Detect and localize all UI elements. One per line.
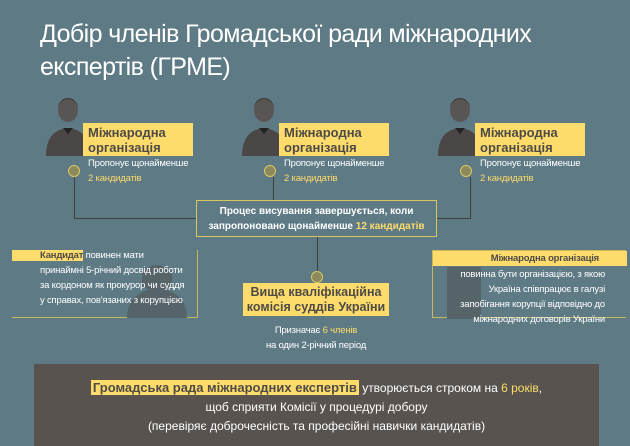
footer-text1-end: , <box>538 381 543 395</box>
connector-line <box>74 177 75 218</box>
org-text: Пропонує щонайменше <box>480 158 581 169</box>
commission-text1: Призначає <box>274 325 321 336</box>
page-title: Добір членів Громадської ради міжнародни… <box>40 20 532 81</box>
connector-line <box>317 236 318 272</box>
person-icon <box>438 98 482 156</box>
footer-text1: утворюється строком на <box>362 381 498 395</box>
connector-line <box>470 177 471 218</box>
connector-node-icon <box>264 165 276 177</box>
commission-text: Призначає 6 членів на один 2-річний пері… <box>230 323 402 353</box>
org-label: Міжнародна організація <box>279 123 389 156</box>
commission-label: Вища кваліфікаційна комісія суддів Украї… <box>243 283 389 316</box>
org-label: Міжнародна організація <box>83 123 193 156</box>
footer-box: Громадська рада міжнародних експертів ут… <box>34 364 599 446</box>
footer-highlight: 6 років <box>501 381 539 395</box>
connector-node-icon <box>460 165 472 177</box>
org-requirement-text: повинна бути організацією, з якою Україн… <box>460 269 605 325</box>
org-highlight: 2 кандидатів <box>480 173 534 184</box>
commission-highlight: 6 членів <box>322 325 358 336</box>
candidate-label: Кандидат <box>12 250 83 261</box>
org-label: Міжнародна організація <box>475 123 585 156</box>
org-requirement-label: Міжнародна організація <box>433 251 627 266</box>
org-highlight: 2 кандидатів <box>88 173 142 184</box>
org-highlight: 2 кандидатів <box>284 173 338 184</box>
org-requirement-panel: Міжнародна організація повинна бути орга… <box>432 250 627 325</box>
process-line1: Процес висування завершується, коли <box>219 206 414 217</box>
footer-line3: (перевіряє доброчесність та професійні н… <box>147 419 486 433</box>
connector-node-icon <box>311 271 323 283</box>
process-box: Процес висування завершується, коли запр… <box>196 200 437 237</box>
org-text: Пропонує щонайменше <box>88 158 189 169</box>
process-highlight: 12 кандидатів <box>355 221 425 232</box>
candidate-text: повинен мати принаймні 5-річний досвід р… <box>40 250 185 306</box>
connector-line <box>437 218 471 219</box>
footer-line2: щоб сприяти Комісії у процедурі добору <box>205 400 428 414</box>
process-line2: запропоновано щонайменше <box>208 221 353 232</box>
person-silhouette-icon <box>127 265 187 318</box>
org-text: Пропонує щонайменше <box>284 158 385 169</box>
commission-text2: на один 2-річний період <box>265 340 367 351</box>
building-icon <box>447 267 481 319</box>
connector-line <box>273 177 274 201</box>
connector-node-icon <box>68 165 80 177</box>
connector-line <box>74 218 196 219</box>
candidate-panel: Кандидат повинен мати принаймні 5-річний… <box>12 250 198 318</box>
person-icon <box>46 98 90 156</box>
footer-label: Громадська рада міжнародних експертів <box>90 380 359 395</box>
person-icon <box>242 98 286 156</box>
